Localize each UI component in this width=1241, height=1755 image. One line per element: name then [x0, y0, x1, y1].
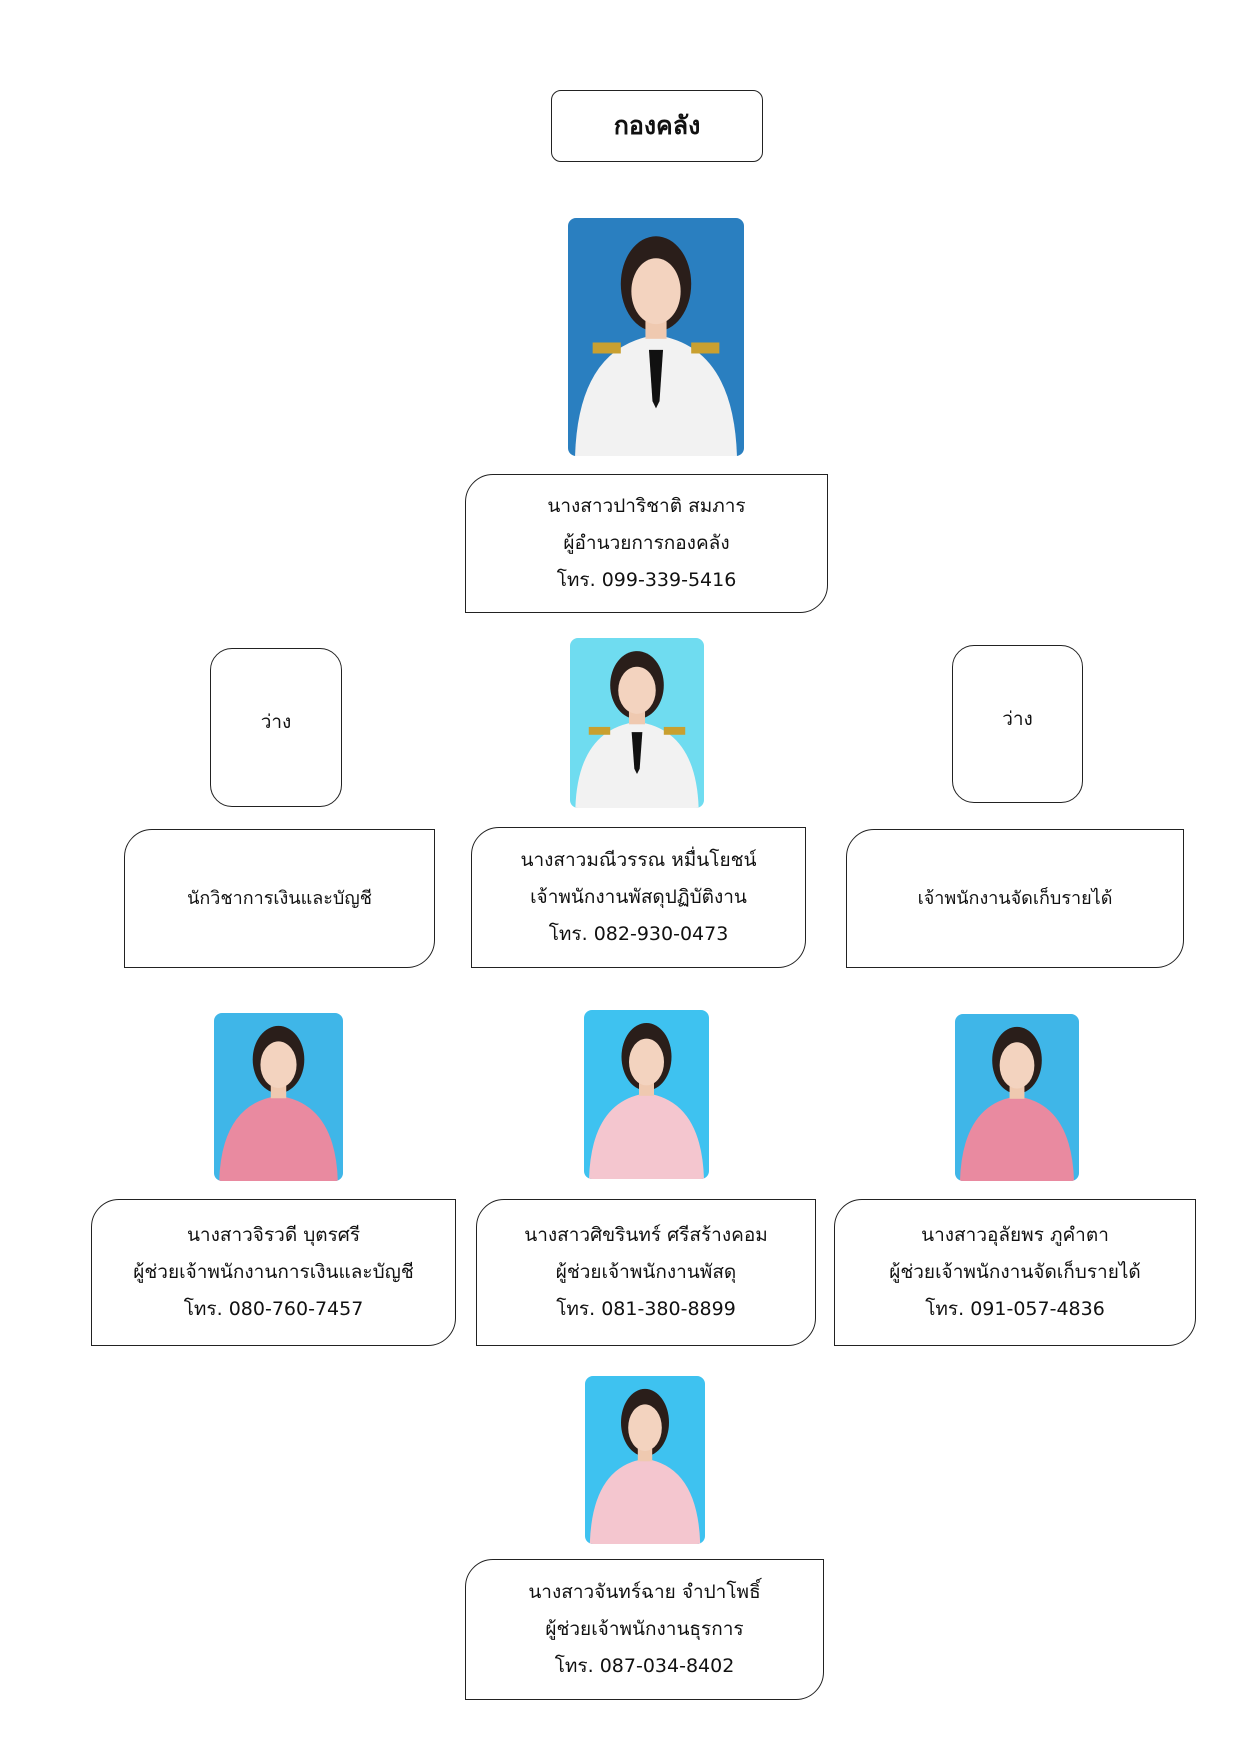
staff-card: นางสาวอุลัยพร ภูคำตา ผู้ช่วยเจ้าพนักงานจ…	[834, 1199, 1196, 1346]
person-phone: โทร. 087-034-8402	[554, 1655, 735, 1677]
person-phone: โทร. 080-760-7457	[183, 1298, 364, 1320]
portrait-illustration	[568, 218, 744, 456]
director-card: นางสาวปาริชาติ สมภาร ผู้อำนวยการกองคลัง …	[465, 474, 828, 613]
staff-card: นางสาวจิรวดี บุตรศรี ผู้ช่วยเจ้าพนักงานก…	[91, 1199, 456, 1346]
staff-card: นางสาวศิขรินทร์ ศรีสร้างคอม ผู้ช่วยเจ้าพ…	[476, 1199, 816, 1346]
person-phone: โทร. 091-057-4836	[925, 1298, 1105, 1320]
person-position: ผู้ช่วยเจ้าพนักงานพัสดุ	[555, 1261, 737, 1283]
staff-photo	[570, 638, 704, 808]
person-name: นางสาวศิขรินทร์ ศรีสร้างคอม	[524, 1224, 768, 1246]
staff-photo	[584, 1010, 709, 1179]
staff-photo	[214, 1013, 343, 1181]
person-position: ผู้ช่วยเจ้าพนักงานจัดเก็บรายได้	[889, 1261, 1141, 1283]
person-phone: โทร. 082-930-0473	[548, 923, 729, 945]
person-position: เจ้าพนักงานจัดเก็บรายได้	[917, 888, 1113, 909]
department-title: กองคลัง	[551, 90, 763, 162]
staff-card: นางสาวมณีวรรณ หมื่นโยชน์ เจ้าพนักงานพัสด…	[471, 827, 806, 968]
vacant-photo-placeholder: ว่าง	[210, 648, 342, 807]
portrait-illustration	[585, 1376, 705, 1544]
staff-photo	[585, 1376, 705, 1544]
position-card: นักวิชาการเงินและบัญชี	[124, 829, 435, 968]
person-position: ผู้ช่วยเจ้าพนักงานธุรการ	[545, 1618, 744, 1640]
portrait-illustration	[584, 1010, 709, 1179]
director-photo	[568, 218, 744, 456]
position-card: เจ้าพนักงานจัดเก็บรายได้	[846, 829, 1184, 968]
person-position: ผู้อำนวยการกองคลัง	[563, 532, 730, 554]
vacant-photo-placeholder: ว่าง	[952, 645, 1083, 803]
portrait-illustration	[955, 1014, 1079, 1181]
person-position: นักวิชาการเงินและบัญชี	[187, 888, 372, 909]
person-name: นางสาวมณีวรรณ หมื่นโยชน์	[520, 849, 757, 871]
portrait-illustration	[570, 638, 704, 808]
person-position: เจ้าพนักงานพัสดุปฏิบัติงาน	[530, 886, 747, 908]
person-name: นางสาวปาริชาติ สมภาร	[547, 495, 746, 517]
person-name: นางสาวจันทร์ฉาย จำปาโพธิ์	[528, 1581, 761, 1603]
portrait-illustration	[214, 1013, 343, 1181]
person-position: ผู้ช่วยเจ้าพนักงานการเงินและบัญชี	[133, 1261, 414, 1283]
staff-photo	[955, 1014, 1079, 1181]
person-phone: โทร. 081-380-8899	[556, 1298, 736, 1320]
person-name: นางสาวจิรวดี บุตรศรี	[186, 1224, 361, 1246]
person-name: นางสาวอุลัยพร ภูคำตา	[921, 1224, 1109, 1246]
person-phone: โทร. 099-339-5416	[556, 569, 737, 591]
staff-card: นางสาวจันทร์ฉาย จำปาโพธิ์ ผู้ช่วยเจ้าพนั…	[465, 1559, 824, 1700]
